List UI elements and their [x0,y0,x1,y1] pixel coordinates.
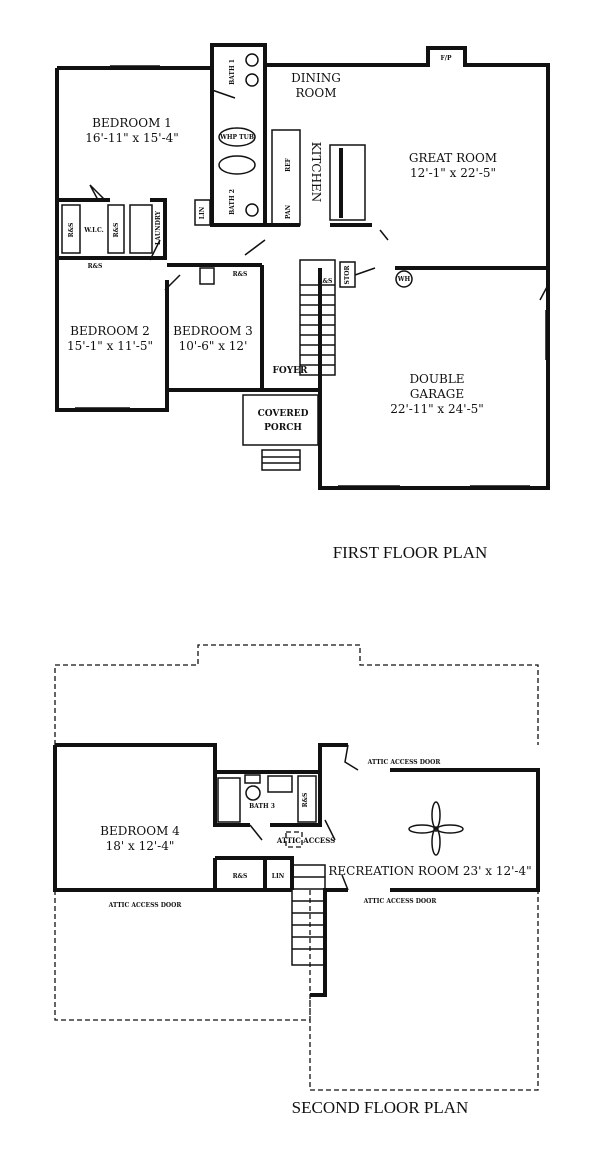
laundry-label: LAUNDRY [155,210,162,245]
water-heater-label: WH [397,276,411,283]
attic-access-door-label: ATTIC ACCESS DOOR [367,759,442,766]
stairs [291,864,326,966]
stairs [299,259,336,376]
whp-tub-label: WHP TUB [219,134,254,141]
rs-label: R&S [318,278,333,285]
bedroom4-label: BEDROOM 4 [100,824,180,838]
garage-size: 22'-11" x 24'-5" [390,402,484,416]
bedroom2-label: BEDROOM 2 [70,324,150,338]
great-room-size: 12'-1" x 22'-5" [410,166,496,180]
wic-label: W.I.C. [83,227,104,234]
bath2-label: BATH 2 [229,189,236,215]
tub-icon [218,155,256,175]
rs-label: R&S [302,793,309,808]
bedroom3-size: 10'-6" x 12' [179,339,248,353]
lin-label: LIN [199,206,206,219]
recreation-room-label: RECREATION ROOM 23' x 12'-4" [328,864,531,878]
bedroom4-size: 18' x 12'-4" [106,839,175,853]
great-room-label: GREAT ROOM [409,151,497,165]
bedroom3-label: BEDROOM 3 [173,324,253,338]
sink-icon [245,203,259,217]
water-heater-icon [395,270,413,288]
bedroom1-label: BEDROOM 1 [92,116,172,130]
garage-label-2: GARAGE [410,387,464,401]
whirlpool-tub-icon [218,127,256,147]
first-floor-plan: BEDROOM 1 16'-11" x 15'-4" DINING ROOM G… [55,43,550,562]
fireplace-label: F/P [441,55,452,62]
sink-icon [245,53,259,67]
sink-icon [245,73,259,87]
second-floor-plan: BEDROOM 4 18' x 12'-4" BATH 3 R&S R&S LI… [53,644,540,1117]
second-floor-title: SECOND FLOOR PLAN [292,1098,469,1117]
rs-label: R&S [68,223,75,238]
bath1-label: BATH 1 [229,59,236,85]
porch-label-1: COVERED [258,409,309,419]
dining-label-1: DINING [291,71,341,85]
bath3-label: BATH 3 [249,803,275,810]
stor-label: STOR [344,264,351,284]
bedroom1-size: 16'-11" x 15'-4" [85,131,179,145]
lin-label: LIN [272,873,285,880]
foyer-label: FOYER [273,366,309,376]
attic-access-label: ATTIC ACCESS [276,836,335,845]
kitchen-label: KITCHEN [309,142,323,203]
dining-label-2: ROOM [296,86,337,100]
rs-label: R&S [113,223,120,238]
attic-access-door-label: ATTIC ACCESS DOOR [108,902,183,909]
pan-label: PAN [285,204,292,219]
bedroom2-size: 15'-1" x 11'-5" [67,339,153,353]
garage-label-1: DOUBLE [409,372,464,386]
porch-label-2: PORCH [264,423,302,433]
rs-label: R&S [88,263,103,270]
attic-access-door-label: ATTIC ACCESS DOOR [363,898,438,905]
rs-label: R&S [233,873,248,880]
ref-label: REF [285,157,292,172]
ceiling-fan-icon [408,801,464,856]
first-floor-title: FIRST FLOOR PLAN [333,543,488,562]
rs-label: R&S [233,271,248,278]
